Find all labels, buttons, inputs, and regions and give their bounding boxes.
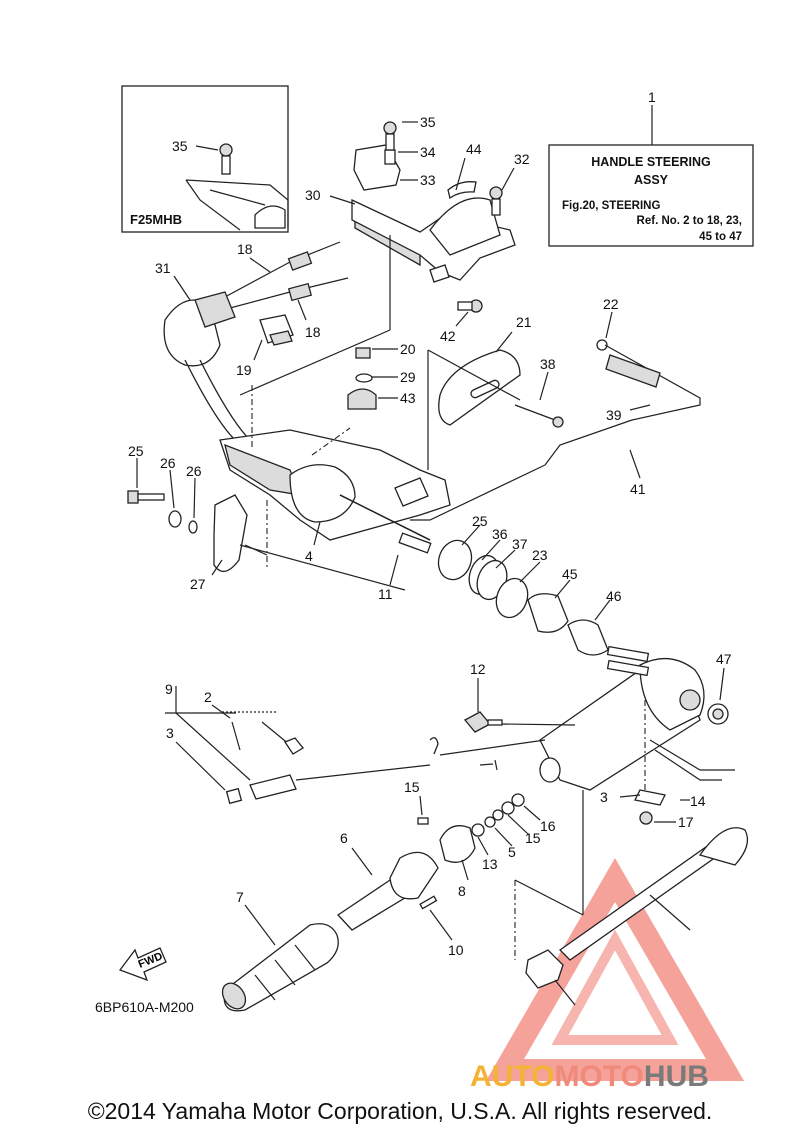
stop-switch-parts	[165, 678, 576, 805]
callout: 23	[532, 547, 548, 563]
callout: 26	[186, 463, 202, 479]
callout: 36	[492, 526, 508, 542]
callout: 17	[678, 814, 694, 830]
callout: 9	[165, 681, 173, 697]
callout: 34	[420, 144, 436, 160]
handle-lever-parts	[127, 458, 406, 591]
plate-parts	[347, 311, 701, 521]
watermark-moto: MOTO	[554, 1060, 643, 1093]
title-box: 1 HANDLE STEERING ASSY Fig.20, STEERING …	[548, 89, 754, 247]
callout: 35	[172, 138, 188, 154]
callout: 21	[516, 314, 532, 330]
callout: 30	[305, 187, 321, 203]
throttle-cables	[163, 241, 349, 441]
box-title-1: HANDLE STEERING	[591, 155, 710, 169]
callout: 7	[236, 889, 244, 905]
watermark-auto: AUTO	[470, 1060, 554, 1093]
callout: 14	[690, 793, 706, 809]
callout: 35	[420, 114, 436, 130]
inset-label: F25MHB	[130, 212, 182, 227]
callout: 47	[716, 651, 732, 667]
callout: 29	[400, 369, 416, 385]
callout: 25	[472, 513, 488, 529]
callout: 22	[603, 296, 619, 312]
callout: 26	[160, 455, 176, 471]
callout: 44	[466, 141, 482, 157]
callout: 38	[540, 356, 556, 372]
callout: 13	[482, 856, 498, 872]
callout: 3	[166, 725, 174, 741]
callout: 15	[525, 830, 541, 846]
callout: 33	[420, 172, 436, 188]
callout: 41	[630, 481, 646, 497]
callout: 12	[470, 661, 486, 677]
callout: 42	[440, 328, 456, 344]
grip-parts	[221, 827, 749, 1012]
callout: 18	[237, 241, 253, 257]
diagram-code: 6BP610A-M200	[95, 999, 194, 1015]
callout: 31	[155, 260, 171, 276]
callout: 19	[236, 362, 252, 378]
steering-bracket	[514, 645, 735, 960]
box-title-2: ASSY	[634, 173, 669, 187]
callout: 4	[305, 548, 313, 564]
callout: 43	[400, 390, 416, 406]
shaft-and-rings	[389, 524, 611, 656]
fwd-arrow-icon: FWD	[118, 947, 167, 982]
copyright: ©2014 Yamaha Motor Corporation, U.S.A. A…	[87, 1098, 713, 1124]
svg-text:AUTOMOTOHUB: AUTOMOTOHUB	[470, 1060, 709, 1093]
callout: 16	[540, 818, 556, 834]
inset-f25mhb: 35 F25MHB	[121, 85, 289, 233]
callout: 32	[514, 151, 530, 167]
callout: 25	[128, 443, 144, 459]
callout: 15	[404, 779, 420, 795]
callout: 39	[606, 407, 622, 423]
callout: 2	[204, 689, 212, 705]
bolt-icon	[219, 143, 233, 175]
callout: 45	[562, 566, 578, 582]
callout: 18	[305, 324, 321, 340]
callout: 6	[340, 830, 348, 846]
box-ref-2: 45 to 47	[699, 231, 742, 243]
callout: 46	[606, 588, 622, 604]
box-ref-1: Ref. No. 2 to 18, 23,	[637, 215, 742, 227]
watermark: AUTOMOTOHUB	[470, 858, 745, 1093]
small-hardware	[417, 793, 541, 881]
callout: 8	[458, 883, 466, 899]
callout: 37	[512, 536, 528, 552]
watermark-hub: HUB	[644, 1060, 709, 1093]
callout: 10	[448, 942, 464, 958]
callout: 1	[648, 89, 656, 105]
callout: 5	[508, 844, 516, 860]
callout: 27	[190, 576, 206, 592]
upper-bracket	[329, 121, 516, 327]
box-fig: Fig.20, STEERING	[562, 200, 660, 212]
handle-body	[219, 235, 521, 570]
callout: 3	[600, 789, 608, 805]
callout: 11	[378, 586, 393, 602]
callout: 20	[400, 341, 416, 357]
